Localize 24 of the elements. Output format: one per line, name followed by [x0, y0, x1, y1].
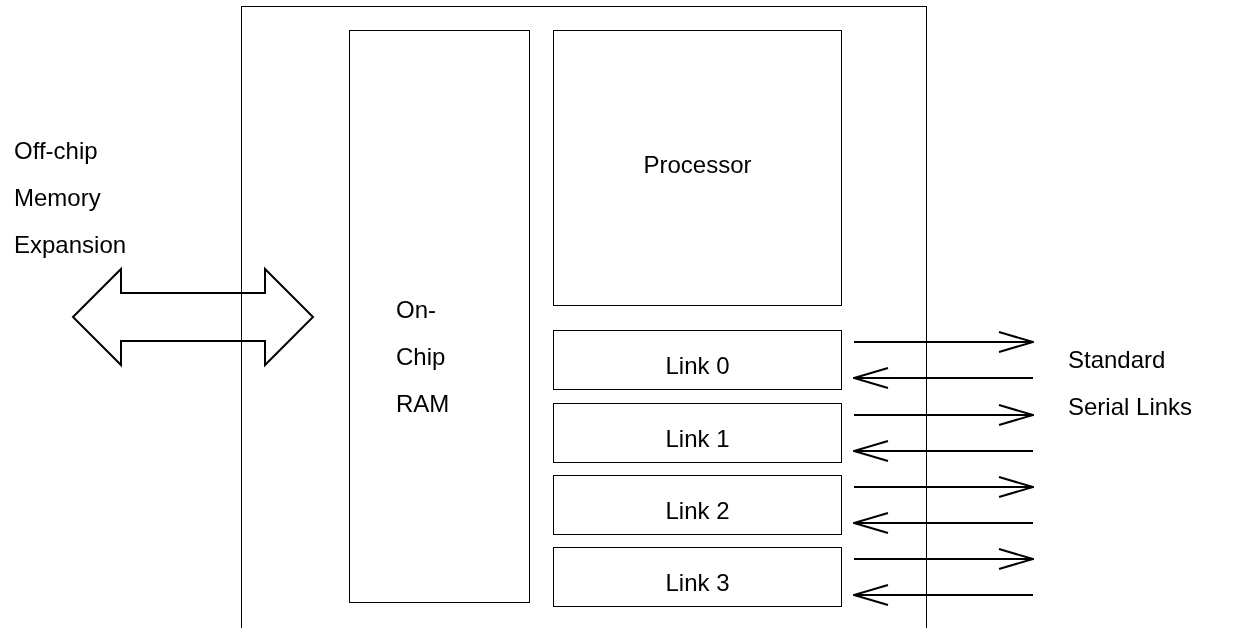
signal-arrow — [853, 512, 1034, 534]
double-block-arrow — [71, 266, 315, 368]
block-box — [553, 330, 842, 390]
signal-arrow — [853, 476, 1034, 498]
block-label: On- Chip RAM — [396, 295, 451, 419]
signal-arrow — [853, 331, 1034, 353]
signal-arrow — [853, 440, 1034, 462]
block-label: Link 2 — [664, 496, 731, 526]
chip-outline — [241, 6, 927, 628]
block-box — [349, 30, 530, 603]
signal-arrow — [853, 367, 1034, 389]
signal-arrow — [853, 584, 1034, 606]
annotation-text: Standard Serial Links — [1068, 345, 1194, 422]
block-box — [553, 30, 842, 306]
signal-arrow — [853, 548, 1034, 570]
block-label: Link 1 — [664, 424, 731, 454]
block-box — [553, 403, 842, 463]
annotation-text: Off-chip Memory Expansion — [14, 136, 128, 260]
block-label: Link 3 — [664, 568, 731, 598]
block-box — [553, 475, 842, 535]
block-label: Link 0 — [664, 351, 731, 381]
block-box — [553, 547, 842, 607]
block-label: Processor — [642, 150, 753, 180]
signal-arrow — [853, 404, 1034, 426]
